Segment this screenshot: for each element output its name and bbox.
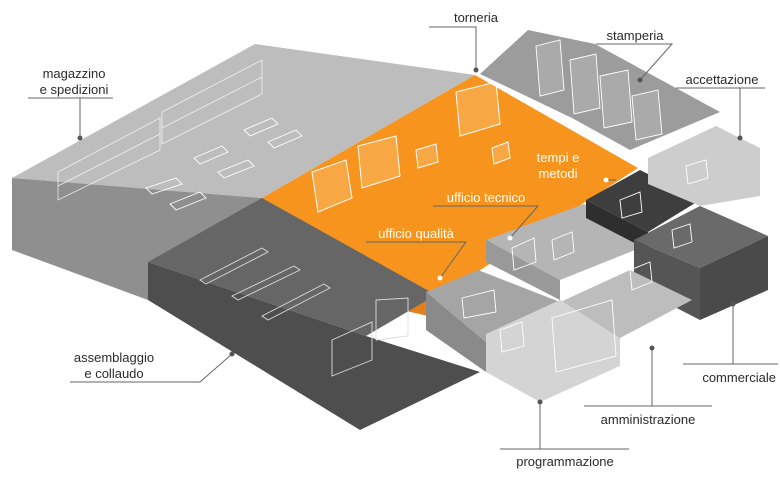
label-programmazione: programmazione <box>516 454 614 469</box>
zone-magazzino[interactable] <box>12 44 475 300</box>
zone-ufficio-qualita[interactable] <box>426 270 560 372</box>
magazzino-tables <box>145 117 303 211</box>
label-accettazione: accettazione <box>685 72 759 87</box>
leader-lines <box>28 26 778 450</box>
label-torneria: torneria <box>453 10 499 25</box>
leader-dots <box>77 67 743 405</box>
orange-zone-machines <box>311 81 511 213</box>
label-magazzino: magazzino e spedizioni <box>39 66 109 97</box>
label-commerciale: commerciale <box>702 370 776 385</box>
zone-programmazione[interactable] <box>486 300 620 402</box>
label-assemblaggio: assemblaggio e collaudo <box>73 350 155 381</box>
label-ufficio-qualita: ufficio qualità <box>378 226 454 241</box>
label-tempi-metodi: tempi e metodi <box>536 150 580 181</box>
stamping-presses <box>535 39 663 141</box>
inner-dots <box>437 177 609 281</box>
zone-stamperia[interactable] <box>480 30 720 150</box>
shelving-racks <box>57 59 263 201</box>
zone-tempi-metodi[interactable] <box>586 170 700 250</box>
label-ufficio-tecnico: ufficio tecnico <box>446 190 526 205</box>
zone-accettazione[interactable] <box>648 126 760 206</box>
office-desks <box>461 159 709 373</box>
assembly-benches <box>199 247 409 377</box>
label-amministrazione: amministrazione <box>600 412 696 427</box>
label-stamperia: stamperia <box>606 28 664 43</box>
